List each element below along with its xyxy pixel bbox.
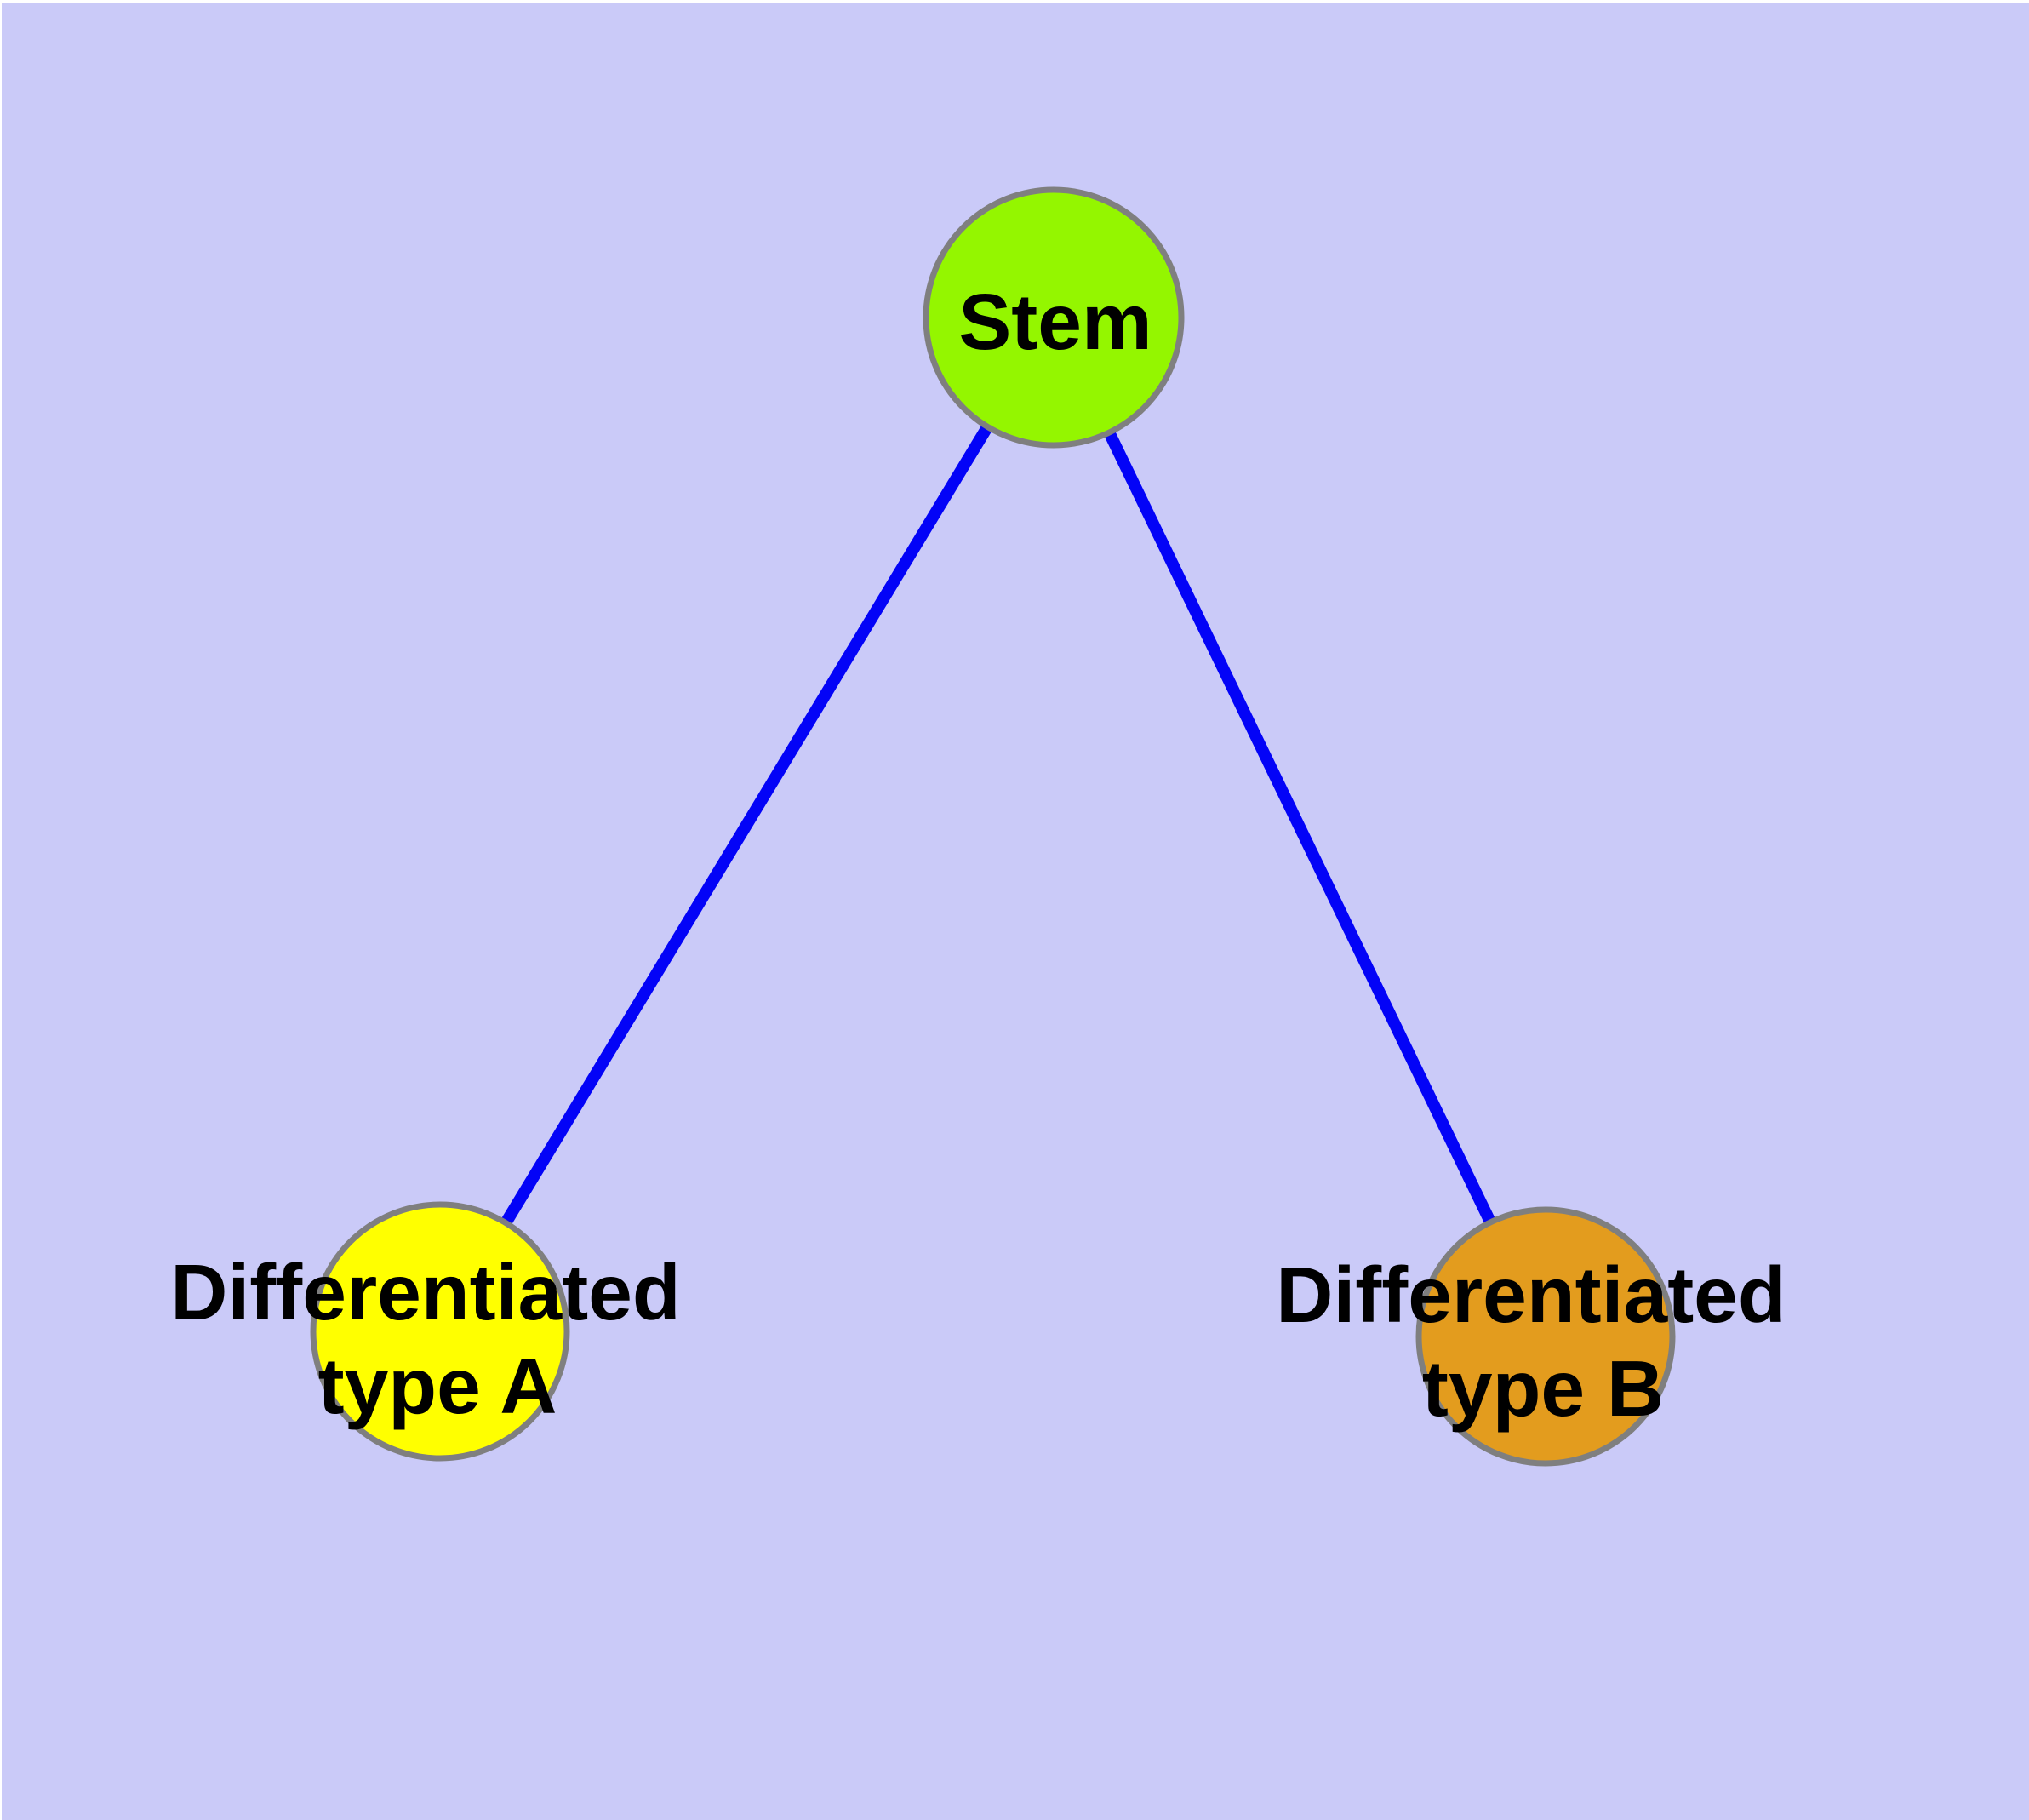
edge-stem-to-type-b xyxy=(1048,314,1552,1340)
node-differentiated-type-a xyxy=(310,1201,570,1462)
node-stem xyxy=(923,186,1185,449)
node-type-a-label-line1: Differentiated xyxy=(170,1248,680,1336)
node-type-b-label-line1: Differentiated xyxy=(1276,1251,1786,1339)
edge-stem-to-type-a xyxy=(435,314,1059,1335)
node-type-a-label-line2: type A xyxy=(318,1342,557,1430)
node-differentiated-type-b xyxy=(1415,1206,1676,1467)
node-stem-label: Stem xyxy=(958,278,1152,366)
node-type-b-label-line2: type B xyxy=(1422,1344,1664,1433)
window-edge-left xyxy=(0,0,2,1820)
window-edge-top xyxy=(0,0,2029,3)
